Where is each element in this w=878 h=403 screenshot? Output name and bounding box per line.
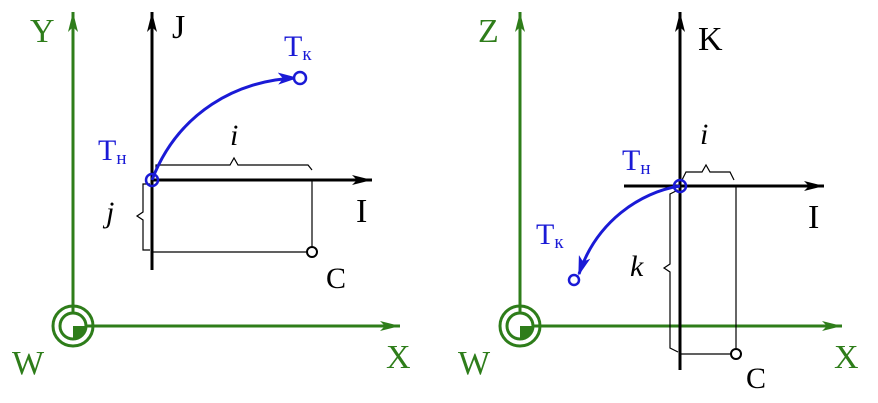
right-offset-i-label: i — [700, 118, 708, 151]
left-offset-j-label: j — [102, 196, 114, 229]
left-tool-j-label: J — [172, 9, 185, 46]
right-brace-k — [662, 189, 679, 353]
right-start-point — [672, 178, 688, 194]
left-world-origin-icon — [51, 304, 95, 348]
right-world-origin-label: W — [458, 345, 491, 382]
left-world-y-label: Y — [30, 13, 55, 50]
left-tool-i-label: I — [356, 193, 367, 230]
right-offset-k-label: k — [630, 250, 644, 283]
left-end-point — [292, 70, 308, 86]
left-center-point — [306, 246, 318, 258]
right-center-point — [730, 348, 742, 360]
right-tool-k-label: K — [698, 21, 723, 58]
left-tool-path-arc — [150, 72, 298, 181]
right-world-origin-icon — [498, 304, 542, 348]
right-tool-i-label: I — [808, 199, 819, 236]
right-panel: Z X W K I C i k Тн Тк — [458, 12, 859, 395]
left-panel: Y X W J I C i j Тн Тк — [12, 9, 411, 382]
right-brace-i — [681, 163, 735, 181]
right-end-label: Тк — [536, 218, 564, 253]
left-brace-i — [155, 156, 313, 171]
right-center-label: C — [746, 362, 766, 395]
left-center-label: C — [326, 262, 346, 295]
right-tool-path-arc — [577, 184, 681, 276]
left-start-point — [144, 172, 160, 188]
left-world-x-label: X — [386, 339, 411, 376]
right-world-z-label: Z — [478, 13, 499, 50]
left-end-label: Тк — [284, 30, 312, 65]
right-world-x-label: X — [834, 339, 859, 376]
right-start-label: Тн — [622, 144, 651, 179]
left-world-origin-label: W — [12, 345, 45, 382]
left-offset-i-label: i — [230, 119, 238, 152]
left-brace-j — [135, 183, 150, 251]
left-start-label: Тн — [98, 134, 127, 169]
right-end-point — [567, 273, 581, 287]
